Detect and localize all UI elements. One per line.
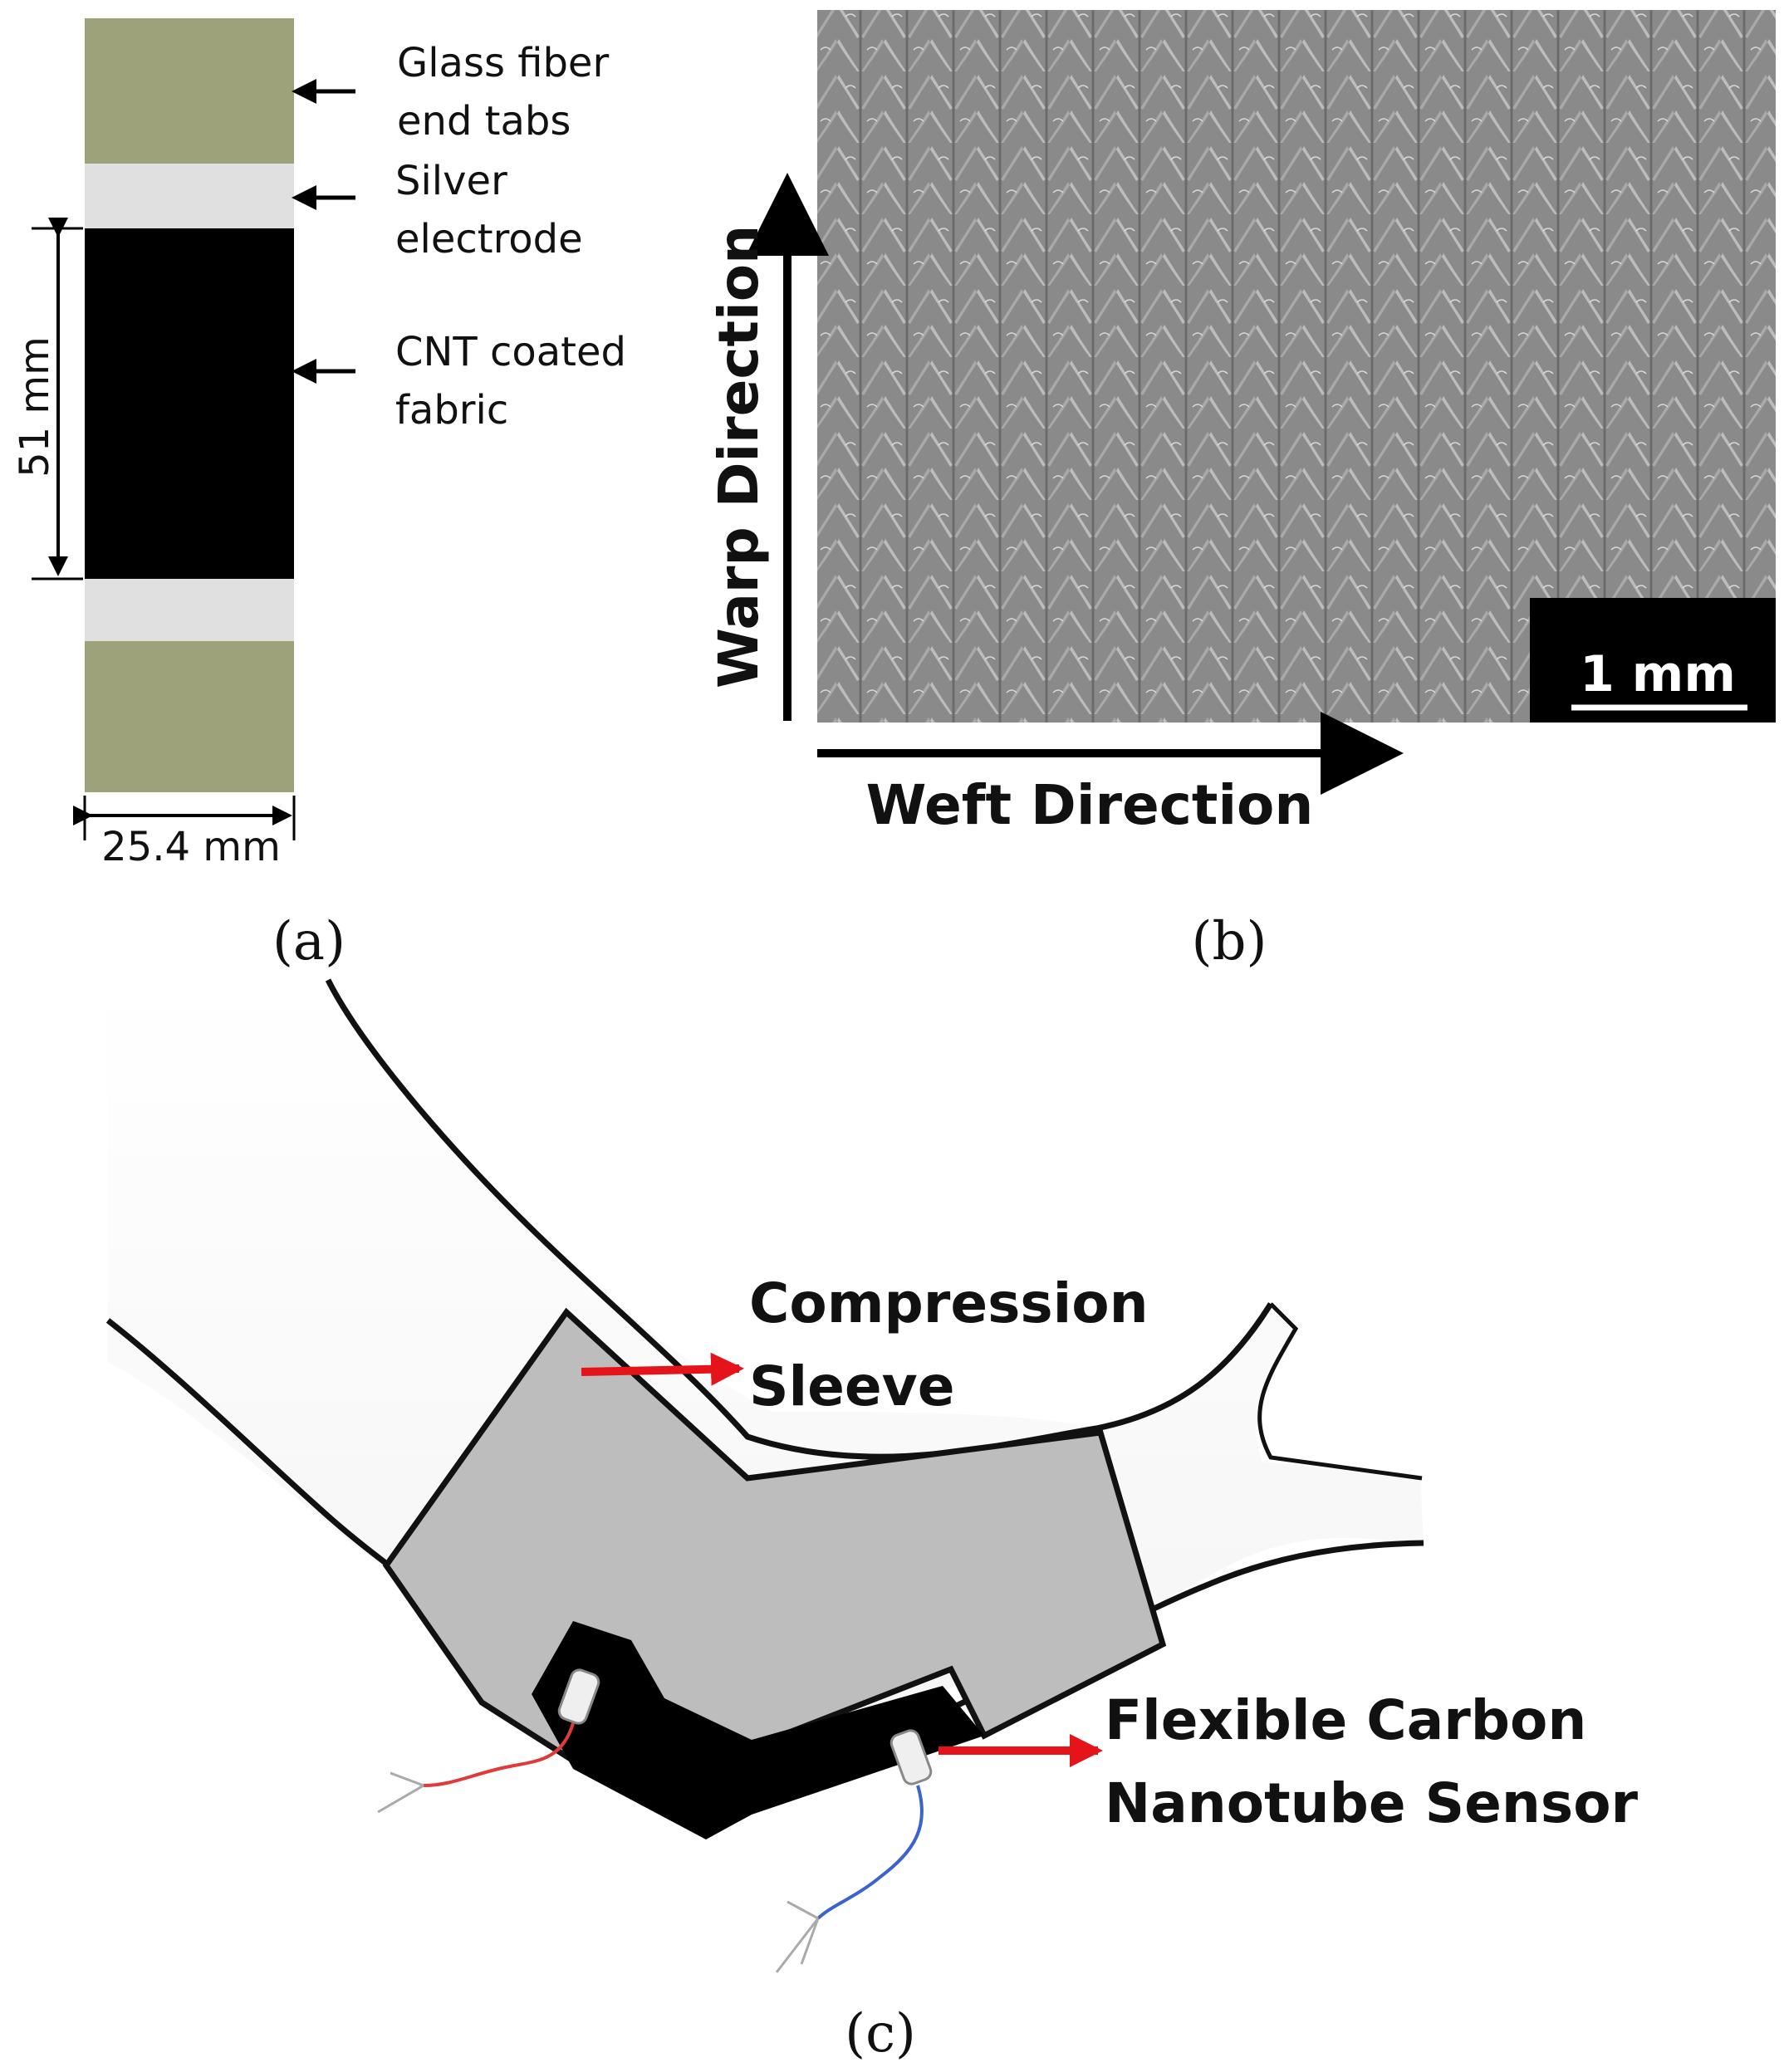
callout-cnt-line1: CNT coated <box>395 329 626 375</box>
callout-cnt-line2: fabric <box>395 387 508 434</box>
cnt-sensor <box>532 1621 984 1839</box>
scale-bar-label: 1 mm <box>1580 645 1736 703</box>
panel-label-c: (c) <box>845 2003 916 2065</box>
sensor-connector-right <box>890 1729 933 1785</box>
scale-bar-box <box>1530 598 1776 723</box>
sleeve-callout-arrow <box>581 1352 744 1386</box>
arm-outline-upper <box>325 978 1273 1460</box>
wire-left-strands <box>377 1771 424 1814</box>
sleeve-label-line1: Compression <box>749 1271 1149 1335</box>
callout-electrode-line1: Silver <box>395 158 507 204</box>
panel-label-b: (b) <box>1192 911 1267 972</box>
weft-direction-label: Weft Direction <box>866 773 1314 837</box>
sensor-connector-left <box>557 1668 600 1725</box>
panel-label-a: (a) <box>272 911 346 972</box>
electrode-bottom <box>85 579 294 641</box>
panel-c: Compression Sleeve Flexible Carbon Nanot… <box>105 978 1639 2065</box>
callout-end-tabs-line1: Glass fiber <box>397 40 609 86</box>
end-tab-bottom <box>85 641 294 792</box>
end-tab-top <box>85 18 294 164</box>
callout-end-tabs-line2: end tabs <box>397 98 571 145</box>
sensor-label-line2: Nanotube Sensor <box>1105 1771 1639 1835</box>
dimension-width-label: 25.4 mm <box>101 824 281 870</box>
callout-electrode-line2: electrode <box>395 216 583 262</box>
cnt-fabric <box>85 228 294 579</box>
wire-right-strands <box>775 1900 820 1973</box>
panel-a: Glass fiber end tabs Silver electrode CN… <box>12 18 626 972</box>
electrode-top <box>85 164 294 228</box>
wire-right <box>816 1785 924 1920</box>
hand-outline <box>1257 1302 1423 1481</box>
dimension-length-label: 51 mm <box>12 336 58 478</box>
panel-b: 1 mm Warp Direction Weft Direction (b) <box>707 10 1776 972</box>
sensor-label-line1: Flexible Carbon <box>1105 1688 1586 1752</box>
warp-direction-label: Warp Direction <box>707 225 771 688</box>
sleeve-label-line2: Sleeve <box>749 1354 954 1418</box>
wire-left <box>423 1722 575 1787</box>
